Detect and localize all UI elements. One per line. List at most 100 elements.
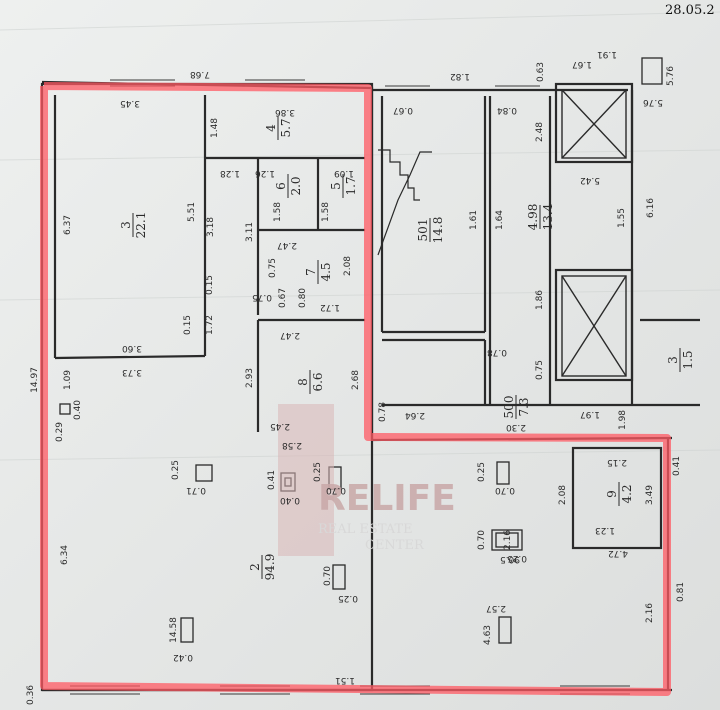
room-area: 4.2 <box>620 484 634 503</box>
dimension-label: 3.86 <box>275 107 295 117</box>
dimension-label: 0.40 <box>73 400 83 420</box>
room-area: 14.8 <box>431 217 445 244</box>
dimension-label: 0.67 <box>278 288 288 308</box>
dimension-label: 1.98 <box>618 410 628 430</box>
dimension-label: 1.58 <box>273 202 283 222</box>
watermark-line2: CENTER <box>365 538 425 553</box>
dimension-label: 1.91 <box>597 49 617 59</box>
room-area: 5.7 <box>279 118 293 137</box>
room-number: 5 <box>329 182 343 190</box>
dimension-label: 0.70 <box>477 530 487 550</box>
dimension-label: 0.75 <box>268 258 278 278</box>
dimension-label: 0.81 <box>676 582 686 602</box>
dimension-label: 0.41 <box>672 456 682 476</box>
dimension-label: 6.34 <box>60 545 70 565</box>
dimension-label: 2.57 <box>486 603 506 613</box>
staircase <box>377 149 432 256</box>
room-area: 22.1 <box>134 212 148 239</box>
room-number: 4.98 <box>526 204 540 231</box>
dimension-label: 0.25 <box>171 460 181 480</box>
dimension-label: 5.42 <box>580 175 600 185</box>
dimension-label: 3.49 <box>645 485 655 505</box>
room-number: 9 <box>605 490 619 498</box>
dimension-label: 14.58 <box>169 617 179 643</box>
dimension-label: 2.47 <box>280 330 300 340</box>
dimension-label: 4.72 <box>608 548 628 558</box>
watermark-brand: RELIFE <box>318 478 456 519</box>
dimension-label: 1.09 <box>63 370 73 390</box>
dimension-label: 1.51 <box>335 675 355 685</box>
dimension-label: 2.47 <box>277 240 297 250</box>
dimension-label: 0.42 <box>173 652 193 662</box>
dimension-label: 1.72 <box>320 302 340 312</box>
room-area: 1.7 <box>344 176 358 195</box>
room-number: 8 <box>296 378 310 386</box>
dimension-label: 1.72 <box>205 315 215 335</box>
dimension-label: 1.28 <box>220 168 240 178</box>
dimension-label: 0.40 <box>280 495 300 505</box>
dimension-label: 1.55 <box>617 208 627 228</box>
dimension-label: 1.26 <box>255 168 275 178</box>
dimension-label: 1.09 <box>334 168 354 178</box>
room-area: 13.4 <box>541 203 555 230</box>
room-number: 2 <box>248 563 262 571</box>
dimension-label: 0.80 <box>298 288 308 308</box>
room-area: 94.9 <box>263 554 277 581</box>
dimension-label: 1.86 <box>535 290 545 310</box>
paper-texture <box>0 11 720 461</box>
dimension-label: 0.25 <box>338 593 358 603</box>
dimension-label: 0.25 <box>507 553 527 563</box>
dimension-label: 2.93 <box>245 368 255 388</box>
dimension-label: 1.23 <box>595 525 615 535</box>
elevator-shafts <box>561 89 627 377</box>
dimension-label: 3.45 <box>120 98 140 108</box>
room-number: 3 <box>666 356 680 364</box>
dimension-label: 0.70 <box>495 485 515 495</box>
room-number: 6 <box>274 182 288 190</box>
dimension-label: 2.30 <box>506 422 526 432</box>
dimension-label: 0.75 <box>252 292 272 302</box>
room-number: 4 <box>264 124 278 132</box>
dimension-label: 1.67 <box>572 59 592 69</box>
dimension-label: 3.60 <box>122 343 142 353</box>
room-area: 6.6 <box>311 372 325 391</box>
dimension-label: 0.29 <box>55 422 65 442</box>
dimension-label: 0.78 <box>378 402 388 422</box>
dimension-label: 2.64 <box>405 410 425 420</box>
room-number: 501 <box>416 219 430 242</box>
dimension-label: 3.73 <box>122 367 142 377</box>
dimension-label: 3.11 <box>245 222 255 242</box>
dimension-label: 6.16 <box>646 198 656 218</box>
dimension-label: 2.08 <box>343 256 353 276</box>
dimension-label: 2.68 <box>351 370 361 390</box>
dimension-label: 5.76 <box>666 66 676 86</box>
dimension-label: 0.15 <box>183 315 193 335</box>
dimension-label: 0.71 <box>186 485 206 495</box>
highlight-outline <box>40 82 671 696</box>
room-number: 3 <box>119 221 133 229</box>
room-area: 7.3 <box>517 397 531 416</box>
dimension-label: 0.41 <box>267 470 277 490</box>
dimension-label: 5.76 <box>643 97 663 107</box>
dimension-label: 3.18 <box>206 217 216 237</box>
room-number: 500 <box>502 396 516 419</box>
dimension-label: 0.75 <box>535 360 545 380</box>
dimension-label: 0.67 <box>393 105 413 115</box>
dimension-label: 14.97 <box>30 367 40 393</box>
dimension-label: 2.16 <box>503 530 513 550</box>
dimension-label: 7.68 <box>190 69 210 79</box>
dimension-label: 0.70 <box>323 566 333 586</box>
